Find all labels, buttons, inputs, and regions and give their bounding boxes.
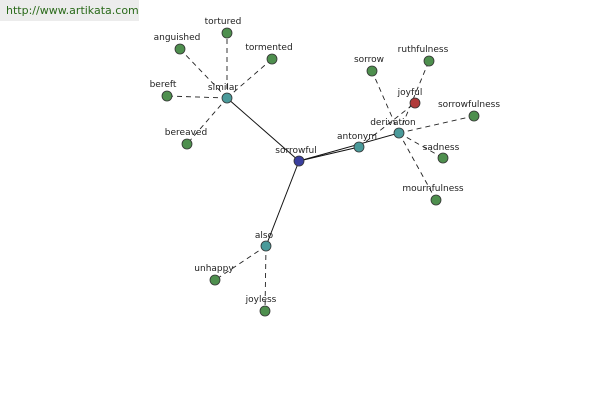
edge-derivation-sorrow bbox=[371, 70, 400, 134]
label-bereft: bereft bbox=[150, 80, 177, 90]
node-joyful[interactable] bbox=[409, 97, 421, 109]
node-joyless[interactable] bbox=[259, 305, 271, 317]
edge-sorrowful-derivation bbox=[298, 132, 400, 162]
label-similar: similar bbox=[208, 83, 238, 93]
label-anguished: anguished bbox=[154, 33, 201, 43]
label-joyless: joyless bbox=[245, 295, 277, 305]
label-tormented: tormented bbox=[245, 43, 292, 53]
edge-derivation-mournfulness bbox=[398, 132, 437, 201]
edge-sorrowful-similar bbox=[226, 97, 300, 162]
edge-antonym-joyful bbox=[358, 102, 416, 148]
node-mournfulness[interactable] bbox=[430, 194, 442, 206]
edge-also-joyless bbox=[264, 245, 267, 312]
label-unhappy: unhappy bbox=[194, 264, 234, 274]
label-also: also bbox=[255, 231, 274, 241]
node-sorrow[interactable] bbox=[366, 65, 378, 77]
edge-similar-anguished bbox=[179, 48, 228, 99]
label-sorrowful: sorrowful bbox=[275, 146, 316, 156]
edge-derivation-ruthfulness bbox=[398, 60, 430, 134]
label-tortured: tortured bbox=[205, 17, 242, 27]
node-antonym[interactable] bbox=[353, 141, 365, 153]
node-also[interactable] bbox=[260, 240, 272, 252]
node-tormented[interactable] bbox=[266, 53, 278, 65]
label-sorrow: sorrow bbox=[354, 55, 384, 65]
label-bereaved: bereaved bbox=[165, 128, 207, 138]
edge-derivation-sorrowfulness bbox=[398, 115, 475, 134]
node-similar[interactable] bbox=[221, 92, 233, 104]
edge-similar-tormented bbox=[226, 58, 273, 99]
source-url[interactable]: http://www.artikata.com bbox=[6, 4, 139, 17]
node-unhappy[interactable] bbox=[209, 274, 221, 286]
node-sorrowfulness[interactable] bbox=[468, 110, 480, 122]
node-ruthfulness[interactable] bbox=[423, 55, 435, 67]
node-bereaved[interactable] bbox=[181, 138, 193, 150]
node-derivation[interactable] bbox=[393, 127, 405, 139]
source-url-bar: http://www.artikata.com bbox=[0, 0, 139, 21]
node-bereft[interactable] bbox=[161, 90, 173, 102]
edge-also-unhappy bbox=[214, 245, 267, 281]
edge-sorrowful-also bbox=[265, 160, 300, 247]
node-sorrowful[interactable] bbox=[293, 155, 305, 167]
node-sadness[interactable] bbox=[437, 152, 449, 164]
label-antonym: antonym bbox=[337, 132, 377, 142]
label-mournfulness: mournfulness bbox=[402, 184, 464, 194]
node-anguished[interactable] bbox=[174, 43, 186, 55]
nodes-layer bbox=[161, 27, 480, 317]
edge-similar-bereft bbox=[166, 95, 228, 99]
edges-layer bbox=[166, 33, 475, 312]
labels-layer: sorrowful similar also antonym derivation tor… bbox=[150, 17, 501, 305]
edge-similar-bereaved bbox=[186, 97, 228, 145]
label-sorrowfulness: sorrowfulness bbox=[438, 100, 500, 110]
label-ruthfulness: ruthfulness bbox=[398, 45, 449, 55]
node-tortured[interactable] bbox=[221, 27, 233, 39]
label-derivation: derivation bbox=[370, 118, 416, 128]
label-sadness: sadness bbox=[423, 143, 460, 153]
label-joyful: joyful bbox=[397, 88, 423, 98]
